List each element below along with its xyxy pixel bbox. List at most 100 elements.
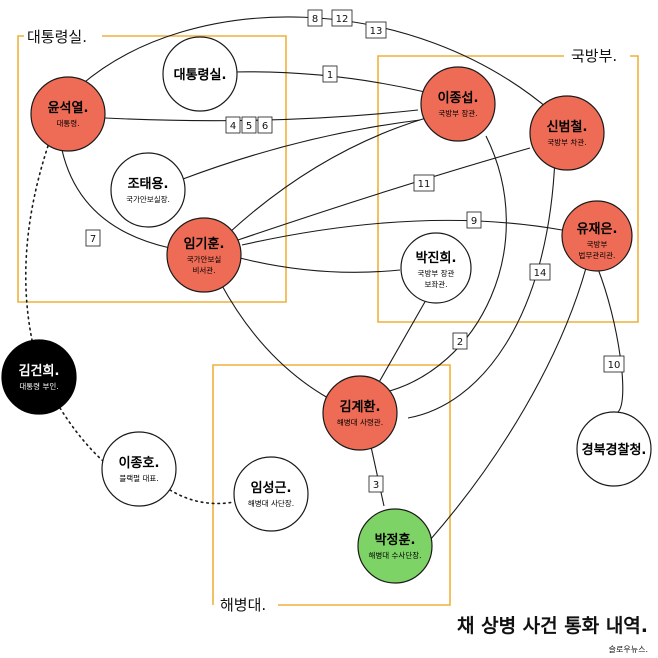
node-yoo-role-2: 법무관리관. [579,250,616,260]
call-line-limkihun-parkjinhee [239,257,401,273]
group-box-presidential-office [17,35,287,303]
svg-text:4: 4 [230,121,236,132]
call-label-5: 5 [241,116,257,134]
call-line-shin-kimgyehwan [407,157,556,419]
node-lim-sunggeun-name: 임성근. [251,481,292,496]
svg-text:7: 7 [90,234,96,245]
call-line-leejongsup-kimgyehwan [381,135,507,394]
call-number-labels: 8 12 13 1 4 5 6 11 [85,9,625,493]
call-label-10: 10 [603,355,625,373]
node-lim-kihun-role-2: 비서관. [192,265,215,275]
call-label-2: 2 [452,332,468,350]
call-label-8: 8 [307,9,323,27]
node-cho-role: 국가안보실장. [126,194,170,204]
svg-text:8: 8 [312,14,318,25]
node-shin-role: 국방부 차관. [547,137,586,147]
node-park-jinhee-role-2: 보좌관. [424,279,447,289]
node-shin[interactable]: 신범철. 국방부 차관. [529,95,605,171]
node-yoo-role-1: 국방부 [587,239,608,249]
node-park-jinhee-name: 박진희. [416,250,457,266]
node-kim-keonhee-role: 대통령 부인. [19,381,58,391]
call-label-13: 13 [365,21,387,39]
call-line-yoon-limkihun [61,149,171,249]
node-police[interactable]: 경북경찰청. [576,411,652,487]
call-line-limkihun-kimgyehwan [219,281,329,399]
svg-text:14: 14 [534,268,547,279]
node-kim-keonhee[interactable]: 김건희. 대통령 부인. [1,339,77,415]
svg-text:11: 11 [418,179,431,190]
node-office[interactable]: 대통령실. [162,36,238,112]
node-police-name: 경북경찰청. [582,442,647,458]
diagram-title: 채 상병 사건 통화 내역. [457,615,648,637]
node-yoon-role: 대통령. [56,119,79,128]
call-label-6: 6 [257,116,273,134]
node-yoo-name: 유재은. [577,222,618,237]
node-park-junghun[interactable]: 박정훈. 해병대 수사단장. [357,508,433,584]
node-yoo[interactable]: 유재은. 국방부 법무관리관. [561,200,633,272]
group-defense-ministry: 국방부. [377,47,639,323]
node-lim-kihun-name: 임기훈. [184,236,225,252]
node-office-name: 대통령실. [174,67,227,83]
call-label-1: 1 [322,65,338,83]
dotted-line-yoon-keonhee [24,145,49,341]
node-lee-jongsup-name: 이종섭. [438,90,479,106]
group-box-marine-corps [212,364,451,606]
svg-text:5: 5 [246,121,252,132]
call-line-yoo-police [597,268,624,413]
dotted-line-keonhee-leejongho [59,407,105,463]
group-label-presidential-office: 대통령실. [27,28,87,46]
node-shin-name: 신범철. [547,119,588,135]
svg-text:6: 6 [262,121,268,132]
call-line-kimgyehwan-parkjunghun [369,441,385,507]
svg-text:2: 2 [457,337,463,348]
call-label-14: 14 [529,263,551,281]
svg-text:12: 12 [336,14,349,25]
call-line-cho-leejongsup [182,119,421,180]
node-lim-kihun-role-1: 국가안보실 [187,254,222,264]
group-label-marine-corps: 해병대. [220,596,266,614]
node-lim-kihun[interactable]: 임기훈. 국가안보실 비서관. [166,217,242,293]
call-line-limkihun-yoo [241,219,563,246]
node-park-junghun-name: 박정훈. [375,532,416,548]
node-yoon[interactable]: 윤석열. 대통령. [30,76,106,152]
call-label-11: 11 [413,174,435,192]
svg-text:1: 1 [327,70,333,81]
node-park-jinhee-role-1: 국방부 장관 [418,268,455,278]
node-yoon-name: 윤석열. [48,100,89,116]
call-label-9: 9 [466,211,482,229]
call-line-limkihun-leejongsup [229,117,427,233]
group-marine-corps: 해병대. [212,364,451,614]
node-lee-jongho-name: 이종호. [119,455,160,471]
node-lim-sunggeun-role: 해병대 사단장. [248,498,294,508]
node-park-junghun-role: 해병대 수사단장. [368,550,421,560]
node-lee-jongho[interactable]: 이종호. 블랙펄 대표. [101,431,177,507]
call-line-limkihun-shin [237,147,531,241]
group-box-defense-ministry [377,55,639,323]
svg-text:3: 3 [373,480,379,491]
node-lee-jongsup[interactable]: 이종섭. 국방부 장관. [420,66,496,142]
svg-text:13: 13 [370,26,383,37]
node-kim-keonhee-name: 김건희. [19,363,60,379]
call-line-yoo-parkjunghun [429,267,587,541]
dotted-line-leejongho-limsunggeun [169,489,235,505]
call-label-7: 7 [85,229,101,247]
svg-text:10: 10 [608,360,621,371]
group-label-defense-ministry: 국방부. [571,47,617,65]
node-kim-gyehwan[interactable]: 김계환. 해병대 사령관. [322,375,398,451]
call-label-4: 4 [225,116,241,134]
node-cho-name: 조태용. [128,176,169,192]
call-label-3: 3 [368,475,384,493]
node-lim-sunggeun[interactable]: 임성근. 해병대 사단장. [233,456,309,532]
credit: 슬로우뉴스. [609,644,648,654]
call-line-parkjinhee-kimgyehwan [377,299,427,385]
node-lee-jongsup-role: 국방부 장관. [438,108,477,118]
node-park-jinhee[interactable]: 박진희. 국방부 장관 보좌관. [400,232,472,304]
call-label-12: 12 [331,9,353,27]
node-kim-gyehwan-name: 김계환. [340,399,381,415]
call-line-yoon-shin [79,16,553,113]
group-presidential-office: 대통령실. [17,28,287,303]
svg-text:9: 9 [471,216,477,227]
node-cho[interactable]: 조태용. 국가안보실장. [110,152,186,228]
